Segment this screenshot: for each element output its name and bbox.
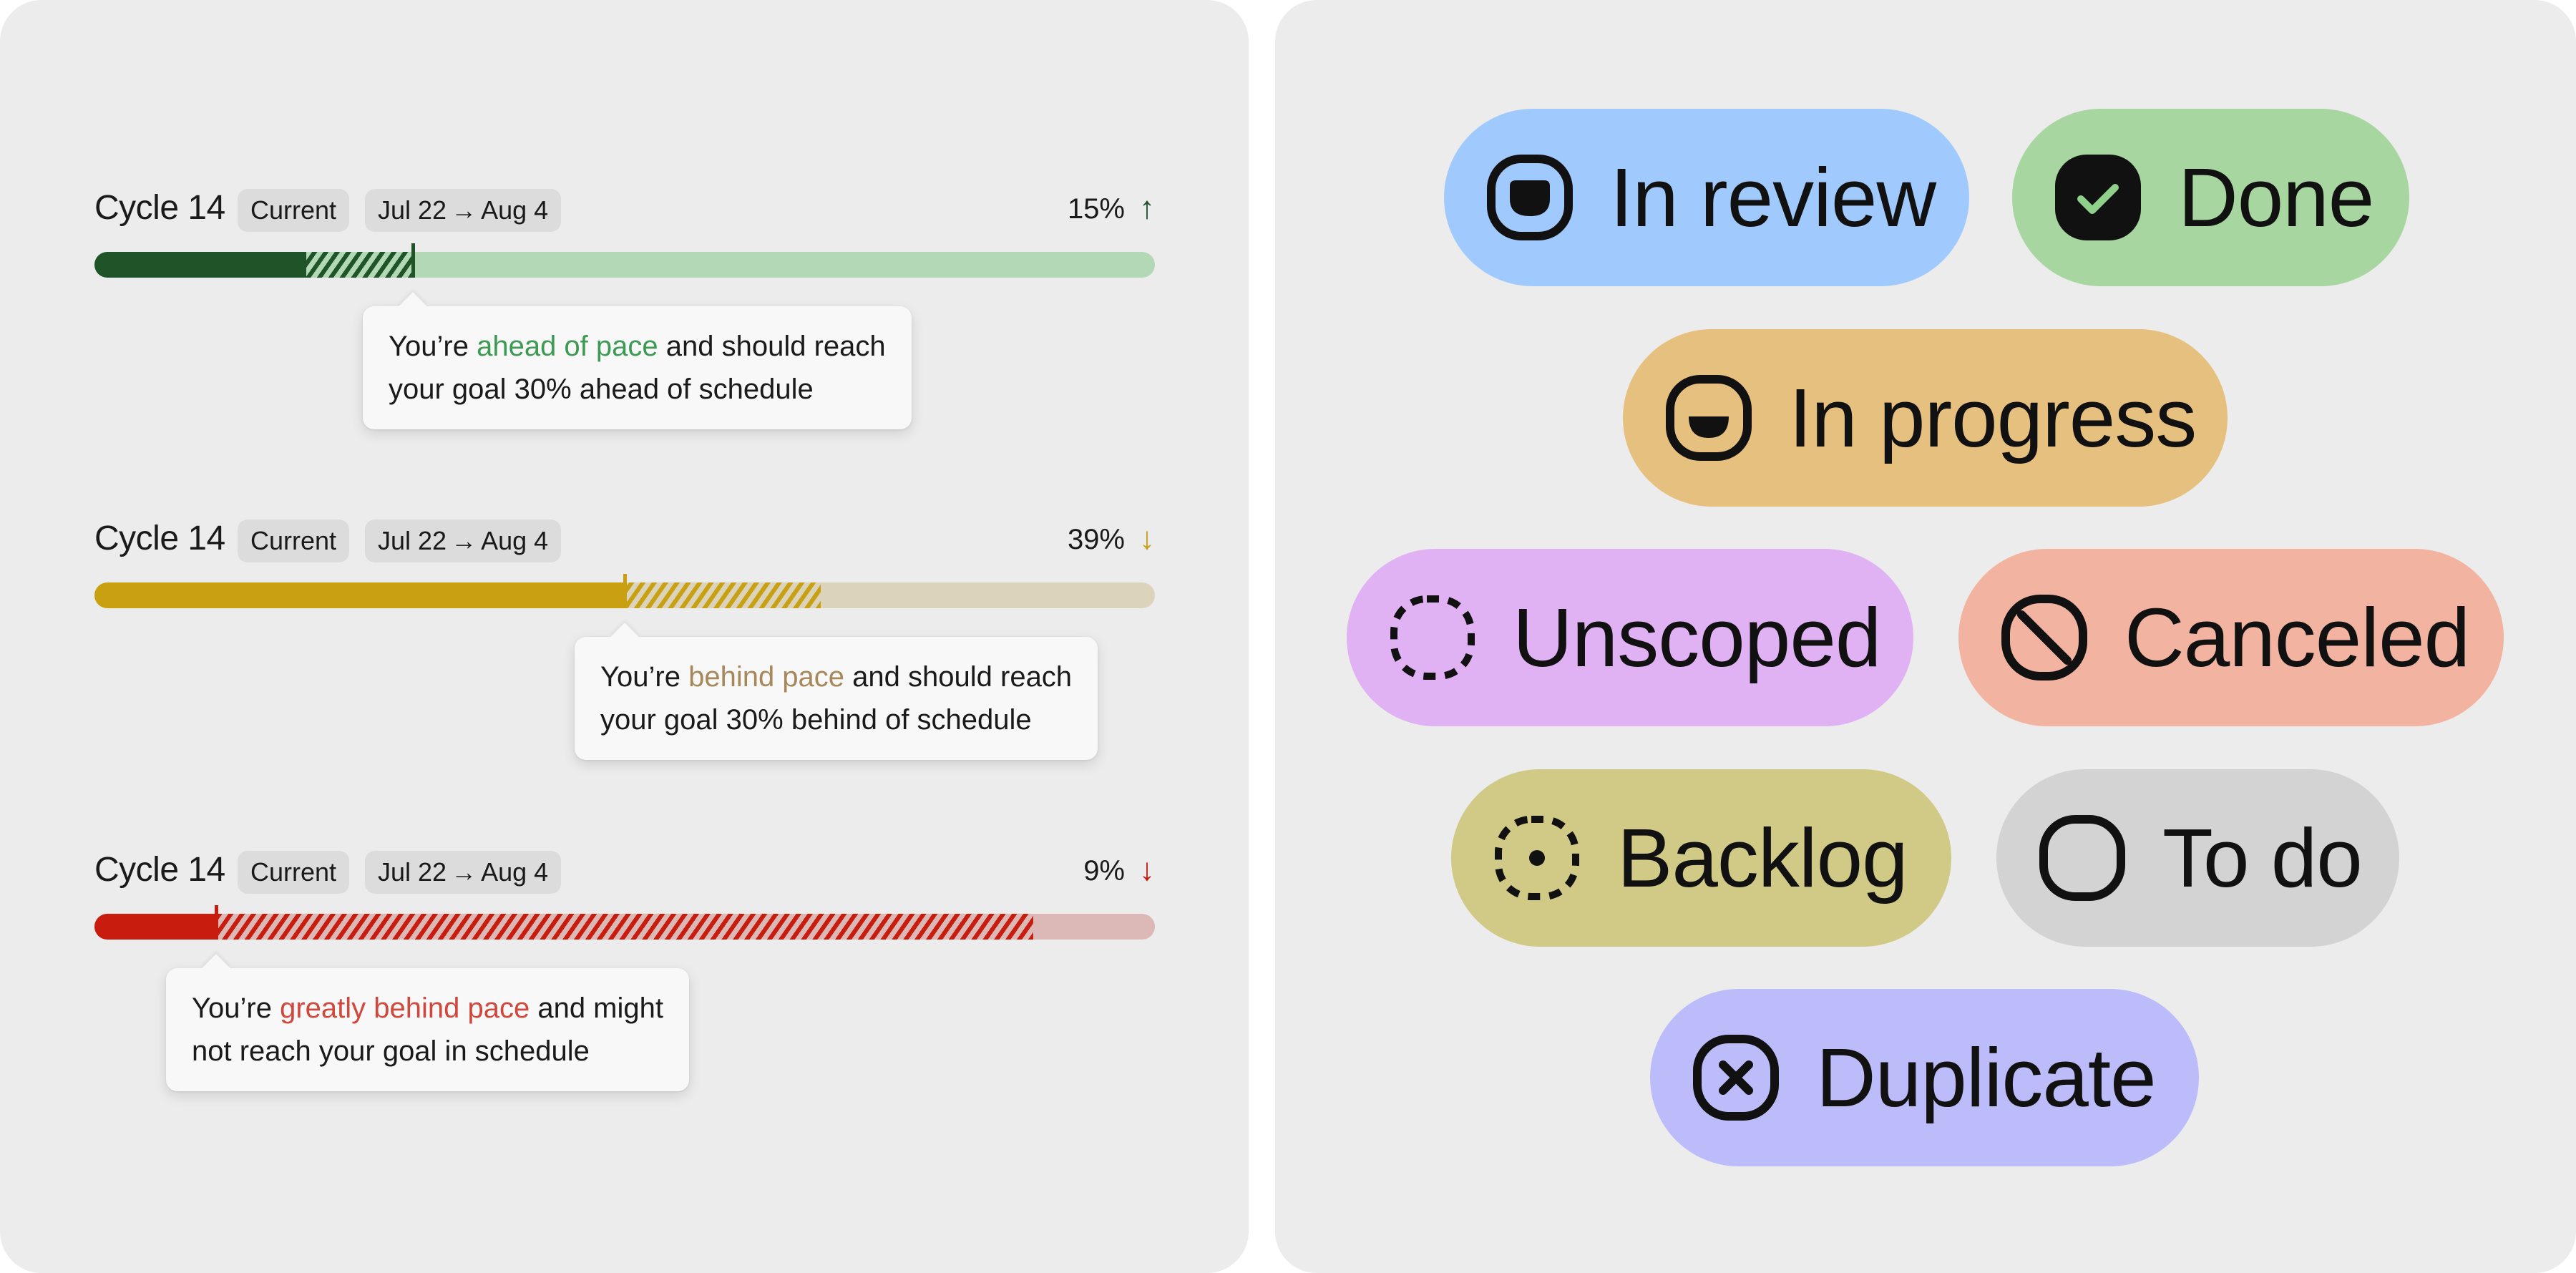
tooltip-line-1: You’re ahead of pace and should reach: [389, 325, 886, 368]
date-start: Jul 22: [378, 195, 447, 225]
pace-marker: [411, 243, 415, 278]
status-pills-panel: In review Done In progress Unscoped Canc…: [1275, 0, 2576, 1273]
unscoped-icon: [1390, 595, 1475, 680]
projected-hatch: [306, 252, 413, 278]
projected-hatch: [216, 914, 1033, 940]
status-pill-backlog[interactable]: Backlog: [1451, 769, 1951, 947]
tooltip-line-1: You’re behind pace and should reach: [600, 655, 1072, 698]
tooltip-text: You’re: [600, 661, 689, 693]
percent-value: 15%: [1067, 193, 1125, 225]
in-progress-icon: [1666, 375, 1752, 461]
in-review-icon: [1487, 155, 1573, 240]
tooltip-text: You’re: [192, 992, 280, 1024]
status-label: Canceled: [2124, 591, 2470, 684]
tooltip-text: and should reach: [658, 331, 886, 362]
tooltip-line-2: your goal 30% behind of schedule: [600, 704, 1032, 736]
duplicate-icon: [1693, 1035, 1779, 1121]
date-end: Aug 4: [481, 195, 549, 225]
tooltip-text: and should reach: [844, 661, 1073, 693]
date-range-badge[interactable]: Jul 22→Aug 4: [365, 189, 562, 232]
date-start: Jul 22: [378, 526, 447, 555]
date-end: Aug 4: [481, 526, 549, 555]
arrow-right-icon: →: [451, 857, 477, 887]
tooltip-text: and might: [530, 992, 663, 1024]
progress-percent: 15% ↑: [1068, 190, 1155, 227]
progress-fill: [94, 252, 306, 278]
status-label: Done: [2178, 151, 2374, 244]
cycle-title: Cycle 14: [94, 520, 225, 557]
status-label: Backlog: [1617, 811, 1908, 904]
pace-tooltip: You’re greatly behind pace and might not…: [166, 968, 689, 1091]
canceled-icon: [2001, 595, 2087, 681]
tooltip-highlight: greatly behind pace: [280, 992, 530, 1024]
pace-tooltip: You’re ahead of pace and should reach yo…: [363, 306, 912, 429]
status-pill-in-review[interactable]: In review: [1444, 109, 1969, 286]
cycle-title: Cycle 14: [94, 189, 225, 227]
status-label: To do: [2162, 811, 2363, 904]
current-badge[interactable]: Current: [238, 520, 350, 562]
tooltip-highlight: ahead of pace: [477, 331, 658, 362]
done-check-icon: [2055, 155, 2141, 240]
date-end: Aug 4: [481, 857, 549, 887]
tooltip-highlight: behind pace: [688, 661, 845, 693]
percent-value: 9%: [1083, 855, 1125, 887]
status-pill-unscoped[interactable]: Unscoped: [1347, 549, 1913, 726]
cycle-header: Cycle 14 Current Jul 22→Aug 4 9% ↓: [94, 847, 1155, 894]
cycle-header: Cycle 14 Current Jul 22→Aug 4 39% ↓: [94, 515, 1155, 562]
arrow-down-icon: ↓: [1139, 852, 1155, 887]
current-badge[interactable]: Current: [238, 851, 350, 894]
progress-percent: 39% ↓: [1068, 521, 1155, 557]
status-pill-canceled[interactable]: Canceled: [1958, 549, 2504, 726]
cycle-row: Cycle 14 Current Jul 22→Aug 4 39% ↓ You’r…: [94, 515, 1155, 801]
status-pill-done[interactable]: Done: [2012, 109, 2409, 286]
status-label: Unscoped: [1513, 591, 1881, 684]
progress-percent: 9% ↓: [1083, 852, 1155, 889]
status-label: In review: [1610, 151, 1936, 244]
status-pill-duplicate[interactable]: Duplicate: [1650, 989, 2199, 1166]
arrow-right-icon: →: [451, 195, 477, 225]
tooltip-line-2: your goal 30% ahead of schedule: [389, 374, 814, 405]
status-pill-to-do[interactable]: To do: [1996, 769, 2399, 947]
pace-marker: [215, 905, 218, 940]
cycle-header: Cycle 14 Current Jul 22→Aug 4 15% ↑: [94, 185, 1155, 232]
arrow-down-icon: ↓: [1139, 521, 1155, 556]
cycle-progress-panel: Cycle 14 Current Jul 22→Aug 4 15%↑ You’r…: [0, 0, 1249, 1273]
date-start: Jul 22: [378, 857, 447, 887]
current-badge[interactable]: Current: [238, 189, 350, 232]
status-label: In progress: [1789, 371, 2197, 464]
pace-tooltip: You’re behind pace and should reach your…: [575, 637, 1098, 760]
progress-fill: [94, 914, 216, 940]
progress-track[interactable]: [94, 252, 1155, 278]
percent-value: 39%: [1067, 524, 1125, 555]
backlog-icon: [1495, 816, 1579, 900]
projected-hatch: [625, 582, 821, 608]
cycle-row: Cycle 14 Current Jul 22→Aug 4 9% ↓ You’re…: [94, 847, 1155, 1133]
date-range-badge[interactable]: Jul 22→Aug 4: [365, 520, 562, 562]
tooltip-line-1: You’re greatly behind pace and might: [192, 987, 663, 1030]
arrow-right-icon: →: [451, 526, 477, 555]
tooltip-line-2: not reach your goal in schedule: [192, 1035, 590, 1067]
pace-marker: [623, 574, 627, 608]
progress-fill: [94, 582, 625, 608]
date-range-badge[interactable]: Jul 22→Aug 4: [365, 851, 562, 894]
cycle-row: Cycle 14 Current Jul 22→Aug 4 15% ↑ You’r…: [94, 185, 1155, 471]
arrow-up-icon: ↑: [1139, 190, 1155, 225]
status-label: Duplicate: [1816, 1031, 2157, 1124]
todo-icon: [2039, 815, 2125, 901]
tooltip-text: You’re: [389, 331, 477, 362]
cycle-title: Cycle 14: [94, 851, 225, 889]
status-pill-in-progress[interactable]: In progress: [1623, 329, 2228, 507]
progress-track[interactable]: [94, 914, 1155, 940]
